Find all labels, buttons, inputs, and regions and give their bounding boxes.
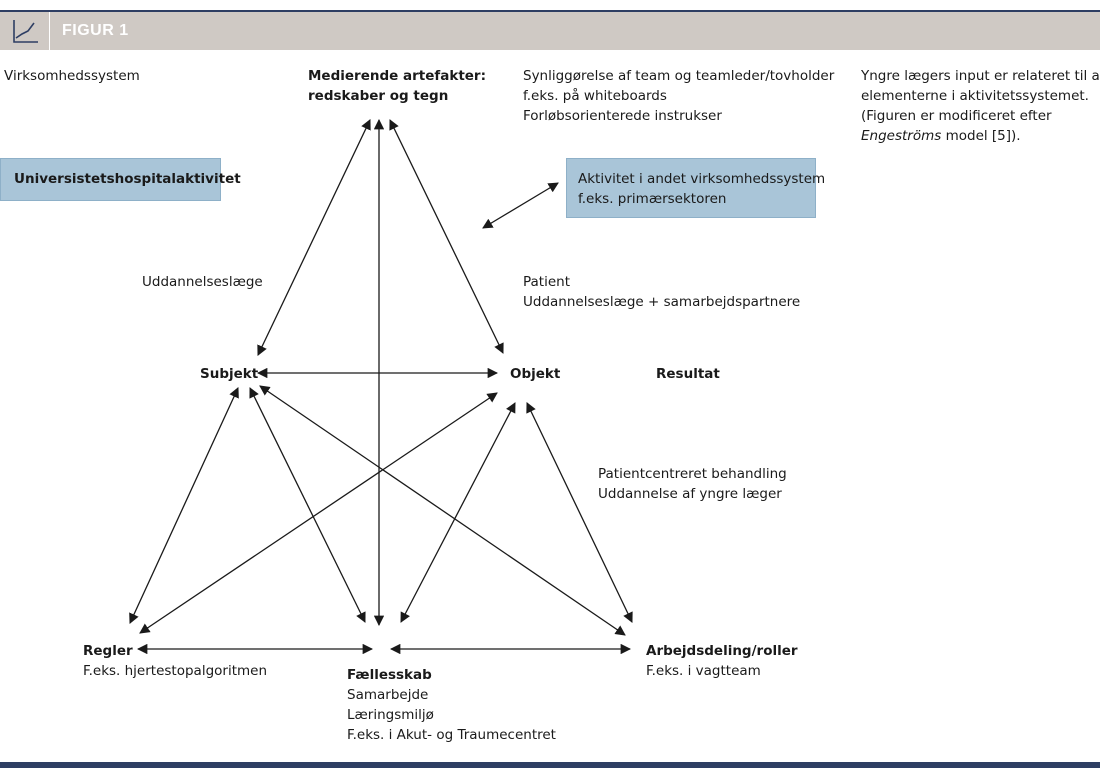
arrow-object-rules bbox=[139, 392, 498, 634]
arrow-artefacts-object bbox=[389, 119, 504, 354]
caption-rest: model [5]). bbox=[941, 128, 1021, 144]
result-node: Resultat bbox=[656, 366, 720, 382]
arrow-subject-division bbox=[259, 385, 626, 636]
division-note: F.eks. i vagtteam bbox=[646, 663, 761, 679]
community-note-line-2: Læringsmiljø bbox=[347, 707, 434, 723]
footer-rule bbox=[0, 762, 1100, 768]
subject-note: Uddannelseslæge bbox=[142, 274, 263, 290]
rules-note: F.eks. hjertestopalgoritmen bbox=[83, 663, 268, 679]
other-activity-box bbox=[566, 158, 816, 218]
arrow-artefacts-subject bbox=[257, 119, 371, 356]
arrow-object-community bbox=[400, 402, 516, 623]
subject-node: Subjekt bbox=[200, 366, 259, 382]
community-note-line-1: Samarbejde bbox=[347, 687, 429, 703]
caption-line-4: Engeströms model [5]). bbox=[861, 126, 1100, 146]
university-activity-label: Universistetshospitalaktivitet bbox=[14, 171, 241, 187]
caption-line-2: elementerne i aktivitetssystemet. bbox=[861, 88, 1089, 104]
object-note: Patient Uddannelseslæge + samarbejdspart… bbox=[523, 272, 800, 312]
header-top-rule bbox=[0, 10, 1100, 12]
arrow-object-division bbox=[526, 402, 633, 623]
artefacts-note-line-2: f.eks. på whiteboards bbox=[523, 88, 667, 104]
mediating-title-line-1: Medierende artefakter: bbox=[308, 68, 486, 84]
other-activity-line-1: Aktivitet i andet virksomhedssystem bbox=[578, 171, 826, 187]
arrow-other-system bbox=[482, 182, 559, 229]
result-note-line-1: Patientcentreret behandling bbox=[598, 466, 787, 482]
other-activity-line-2: f.eks. primærsektoren bbox=[578, 191, 727, 207]
result-note-line-2: Uddannelse af yngre læger bbox=[598, 486, 782, 502]
artefacts-note-line-3: Forløbsorienterede instrukser bbox=[523, 108, 722, 124]
result-note: Patientcentreret behandling Uddannelse a… bbox=[598, 464, 787, 504]
artefacts-note-line-1: Synliggørelse af team og teamleder/tovho… bbox=[523, 68, 835, 84]
virksomhedssystem-label: Virksomhedssystem bbox=[4, 68, 140, 84]
figure-header bbox=[0, 12, 1100, 50]
rules-node: Regler F.eks. hjertestopalgoritmen bbox=[83, 641, 267, 681]
figure-title: FIGUR 1 bbox=[62, 22, 129, 39]
community-label: Fællesskab bbox=[347, 667, 432, 683]
artefacts-note: Synliggørelse af team og teamleder/tovho… bbox=[523, 66, 834, 126]
division-label: Arbejdsdeling/roller bbox=[646, 643, 798, 659]
division-node: Arbejdsdeling/roller F.eks. i vagtteam bbox=[646, 641, 798, 681]
object-note-line-1: Patient bbox=[523, 274, 571, 290]
rules-label: Regler bbox=[83, 643, 133, 659]
object-note-line-2: Uddannelseslæge + samarbejdspartnere bbox=[523, 294, 801, 310]
caption-italic-name: Engeströms bbox=[861, 128, 942, 144]
other-activity-label: Aktivitet i andet virksomhedssystem f.ek… bbox=[578, 169, 825, 209]
community-node: Fællesskab Samarbejde Læringsmiljø F.eks… bbox=[347, 665, 556, 745]
arrow-subject-community bbox=[249, 387, 366, 623]
community-note-line-3: F.eks. i Akut- og Traumecentret bbox=[347, 727, 556, 743]
caption-line-3: (Figuren er modificeret efter bbox=[861, 108, 1052, 124]
figure-caption: Yngre lægers input er relateret til alle… bbox=[861, 66, 1100, 146]
caption-line-1: Yngre lægers input er relateret til alle bbox=[861, 68, 1100, 84]
object-node: Objekt bbox=[510, 366, 561, 382]
university-activity-box bbox=[0, 158, 221, 201]
mediating-artefacts-node: Medierende artefakter: redskaber og tegn bbox=[308, 66, 486, 106]
mediating-title-line-2: redskaber og tegn bbox=[308, 88, 449, 104]
arrow-subject-rules bbox=[129, 387, 239, 624]
